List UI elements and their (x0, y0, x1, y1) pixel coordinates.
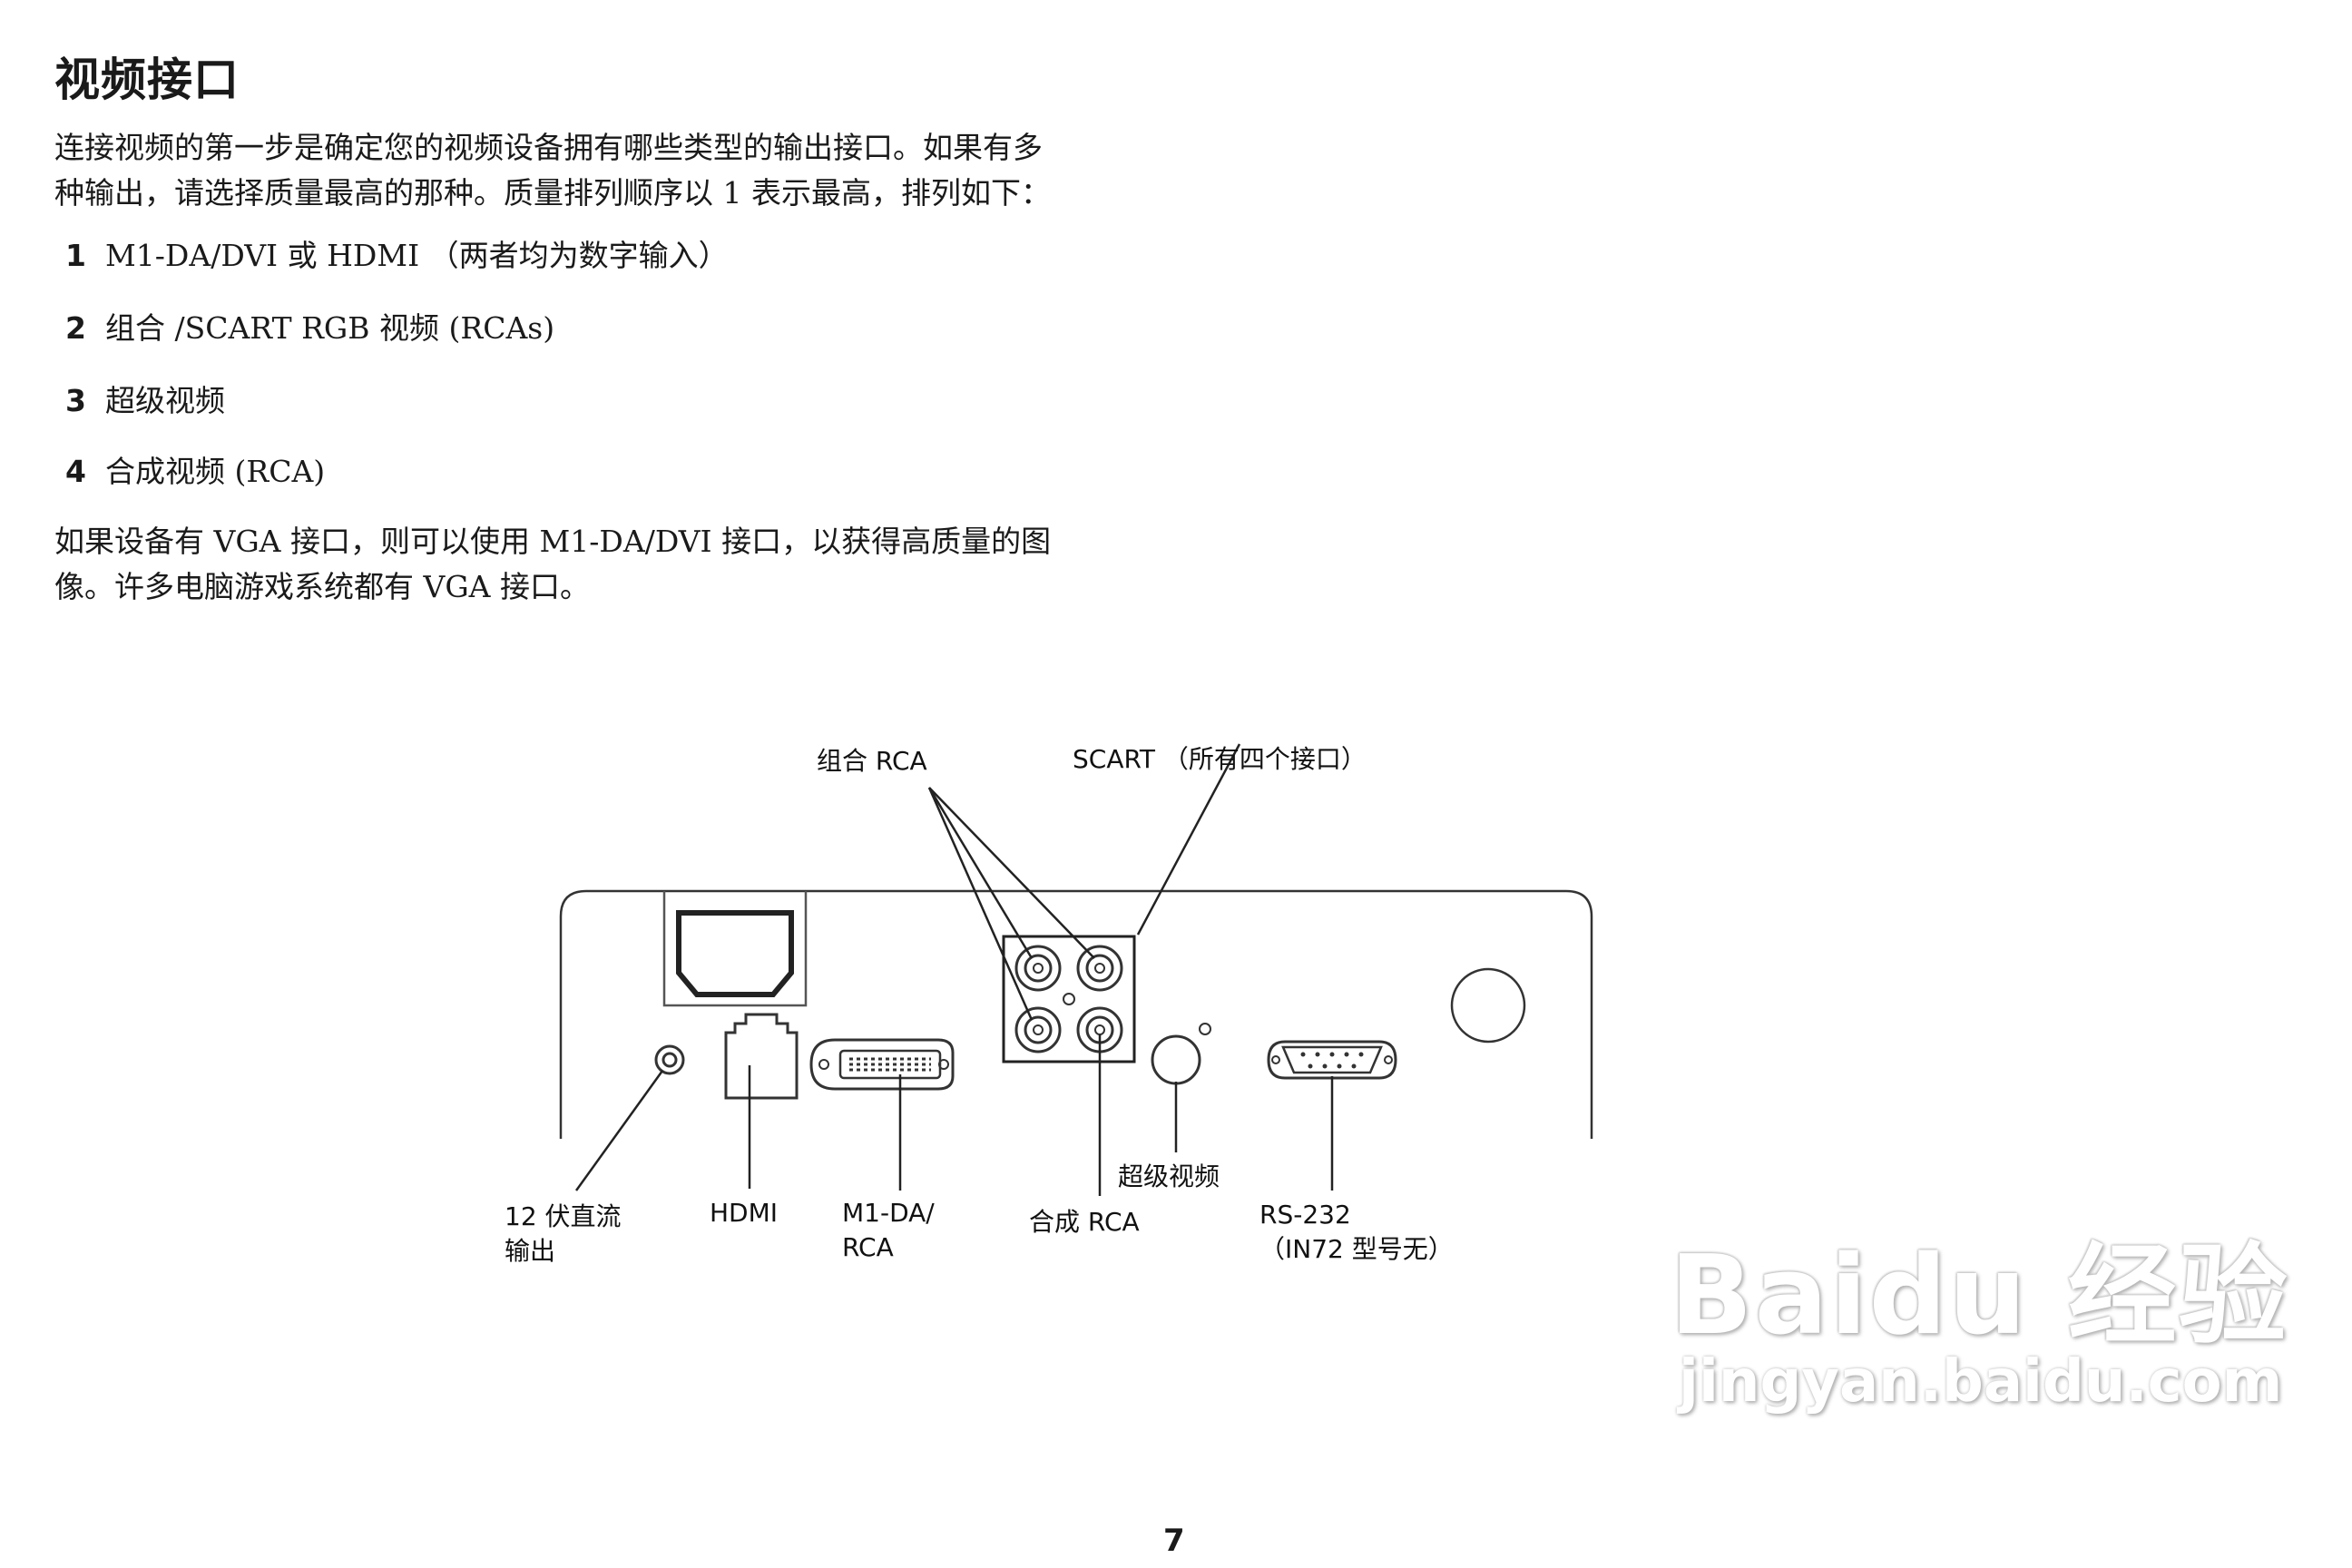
list-number: 1 (65, 238, 86, 273)
rs232-port-icon (1267, 1040, 1397, 1080)
svideo-port-icon (1151, 1023, 1211, 1085)
rca-jack-icon (1014, 945, 1062, 992)
label-dc-output: 12 伏直流 (505, 1201, 622, 1231)
rca-jack-icon (1014, 1006, 1062, 1054)
label-hdmi: HDMI (710, 1198, 778, 1228)
watermark-logo: Baidu 经验 (1670, 1233, 2289, 1359)
list-number: 2 (65, 310, 86, 346)
list-text: 组合 /SCART RGB 视频 (RCAs) (105, 310, 555, 346)
outro-line: 像。许多电脑游戏系统都有 VGA 接口。 (54, 569, 591, 604)
blank-round-feature (1450, 967, 1526, 1044)
panel-outline (559, 889, 1593, 1139)
rca-center-hole (1063, 993, 1075, 1005)
page-title: 视频接口 (54, 54, 240, 106)
label-dc-output-line2: 输出 (505, 1236, 555, 1266)
label-composite-rca: 合成 RCA (1029, 1207, 1140, 1237)
list-item: 4 合成视频 (RCA) (65, 454, 325, 490)
label-rs232: RS-232 (1259, 1200, 1351, 1230)
label-component-rca: 组合 RCA (817, 746, 927, 776)
list-item: 2 组合 /SCART RGB 视频 (RCAs) (65, 310, 554, 347)
dc-output-jack-icon (654, 1044, 685, 1075)
list-number: 4 (65, 454, 86, 489)
page-number: 7 (1163, 1523, 1185, 1559)
leader-lines (574, 743, 1334, 1196)
power-inlet-icon (662, 891, 808, 1007)
rca-jack-icon (1076, 945, 1123, 992)
outro-paragraph: 如果设备有 VGA 接口，则可以使用 M1-DA/DVI 接口，以获得高质量的图… (54, 519, 1161, 610)
label-svideo: 超级视频 (1118, 1161, 1220, 1191)
label-m1da-line2: RCA (842, 1232, 894, 1262)
list-text: 超级视频 (105, 383, 225, 418)
outro-line: 如果设备有 VGA 接口，则可以使用 M1-DA/DVI 接口，以获得高质量的图 (54, 524, 1052, 559)
baidu-watermark: Baidu 经验 jingyan.baidu.com (1670, 1207, 2289, 1416)
list-text: M1-DA/DVI 或 HDMI （两者均为数字输入） (105, 238, 729, 273)
watermark-url: jingyan.baidu.com (1679, 1348, 2283, 1416)
intro-paragraph: 连接视频的第一步是确定您的视频设备拥有哪些类型的输出接口。如果有多 种输出，请选… (54, 125, 1161, 216)
dvi-port-icon (809, 1038, 955, 1091)
list-number: 3 (65, 383, 86, 418)
label-scart: SCART （所有四个接口） (1073, 744, 1367, 774)
label-rs232-line2: （IN72 型号无） (1259, 1234, 1454, 1264)
hdmi-port-icon (724, 1013, 799, 1100)
list-item: 1 M1-DA/DVI 或 HDMI （两者均为数字输入） (65, 238, 729, 274)
list-item: 3 超级视频 (65, 383, 225, 419)
list-text: 合成视频 (RCA) (105, 454, 326, 489)
intro-line: 连接视频的第一步是确定您的视频设备拥有哪些类型的输出接口。如果有多 (54, 130, 1043, 165)
rca-group-box (1002, 935, 1136, 1063)
intro-line: 种输出，请选择质量最高的那种。质量排列顺序以 1 表示最高，排列如下： (54, 175, 1051, 211)
label-m1da: M1-DA/ (842, 1198, 935, 1228)
